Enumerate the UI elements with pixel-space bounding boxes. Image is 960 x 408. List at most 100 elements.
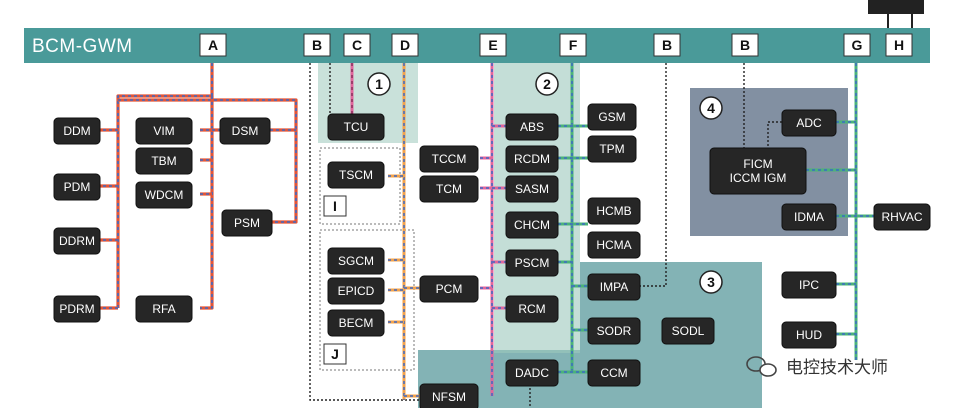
bus-letter-b: B [653,33,681,57]
module-tpm: TPM [587,135,637,163]
module-label: DSM [232,124,259,138]
module-label: HCMB [596,204,631,218]
module-psm: PSM [221,209,273,237]
module-label: IPC [799,278,819,292]
bus-label: BCM-GWM [32,36,133,57]
zone2-number-badge: 2 [535,72,559,96]
bus-letter-label: B [740,37,750,53]
watermark: 电控技术大师 [746,356,888,378]
module-pdrm: PDRM [53,295,101,323]
module-label: TCU [344,120,369,134]
modules-layer: DDMPDMDDRMPDRMVIMTBMWDCMRFADSMPSMTCUTSCM… [53,103,931,408]
bus-letter-a: A [199,33,227,57]
module-label: TSCM [339,168,373,182]
module-label: SODR [597,324,632,338]
module-pcm: PCM [419,275,479,303]
module-sasm: SASM [505,175,559,203]
bcm-gwm-bus [24,28,930,63]
module-label: RHVAC [881,210,922,224]
module-sodr: SODR [587,317,641,345]
module-label: TPM [599,142,624,156]
bus-letter-label: A [208,37,218,53]
module-label: PDM [64,180,91,194]
svg-text:1: 1 [375,76,383,92]
module-epicd: EPICD [327,277,385,305]
bus-letter-h: H [885,33,913,57]
module-chcm: CHCM [505,211,559,239]
bus-layer: BCM-GWM [24,0,930,63]
group-tag-j: J [323,343,347,365]
module-ccm: CCM [587,359,641,387]
module-tcm: TCM [419,175,479,203]
module-rhvac: RHVAC [873,203,931,231]
module-dadc: DADC [505,359,559,387]
module-label: DDRM [59,234,95,248]
module-tbm: TBM [135,147,193,175]
module-abs: ABS [505,113,559,141]
module-impa: IMPA [587,273,641,301]
module-label: RFA [152,302,175,316]
module-label: SASM [515,182,549,196]
module-hcma: HCMA [587,231,641,259]
module-hcmb: HCMB [587,197,641,225]
module-label: CCM [600,366,627,380]
zone1-number-badge: 1 [367,72,391,96]
module-label: PCM [436,282,463,296]
wechat-icon [746,356,777,377]
module-label: TCCM [432,152,467,166]
module-label: DADC [515,366,549,380]
group-tags-layer: IJ [323,195,347,365]
bus-letter-b: B [731,33,759,57]
zones-layer [318,63,848,408]
svg-text:4: 4 [707,100,715,116]
module-tcu: TCU [327,113,385,141]
bus-letter-label: B [662,37,672,53]
module-label: RCM [518,302,545,316]
module-label: RCDM [514,152,550,166]
wire-channel-b-impa [640,63,667,287]
module-label: SGCM [338,254,374,268]
module-nfsm: NFSM [419,383,479,408]
module-label: BECM [339,316,374,330]
bus-letter-label: B [312,37,322,53]
module-label: CHCM [514,218,550,232]
wire-channel-a-trunk [116,63,214,308]
bus-letter-label: E [488,37,497,53]
bus-letter-c: C [343,33,371,57]
module-idma: IDMA [781,203,837,231]
wires-layer [98,63,874,408]
bus-letter-e: E [479,33,507,57]
watermark-text: 电控技术大师 [786,358,888,378]
group-tag-i: I [323,195,347,217]
bus-letter-b: B [303,33,331,57]
module-label: NFSM [432,390,466,404]
module-rcm: RCM [505,295,559,323]
module-hud: HUD [781,321,837,349]
svg-text:2: 2 [543,76,551,92]
svg-text:J: J [331,346,339,362]
module-label: VIM [153,124,174,138]
module-rfa: RFA [135,295,193,323]
bus-letter-label: G [852,37,863,53]
wire-a-rfa [200,96,214,310]
module-vim: VIM [135,117,193,145]
bus-letter-label: F [569,37,578,53]
module-ddrm: DDRM [53,227,101,255]
module-becm: BECM [327,309,385,337]
bus-letter-f: F [559,33,587,57]
wire-channel-b-left [309,63,420,401]
group-j-outline [319,229,415,371]
module-label: PSM [234,216,260,230]
module-sgcm: SGCM [327,247,385,275]
module-label: PDRM [59,302,94,316]
group-i-outline [319,147,401,225]
bus-letter-d: D [391,33,419,57]
module-label: HCMA [596,238,631,252]
module-ddm: DDM [53,117,101,145]
module-label: EPICD [338,284,375,298]
zone3-number-badge: 3 [699,270,723,294]
module-tscm: TSCM [327,161,385,189]
